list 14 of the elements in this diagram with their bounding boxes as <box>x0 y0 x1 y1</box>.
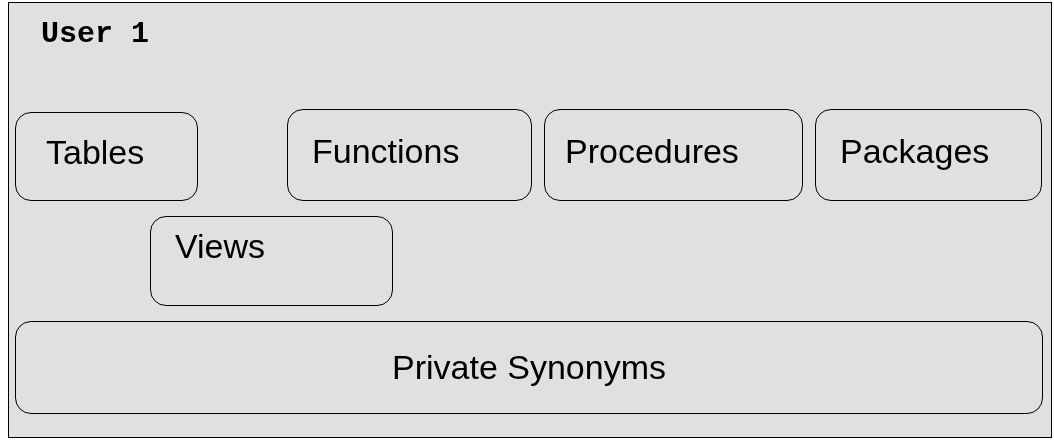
node-label: Packages <box>840 134 990 168</box>
rounded-box <box>15 112 198 201</box>
node-label: Procedures <box>565 134 739 168</box>
rounded-box <box>287 109 532 201</box>
container-box <box>8 2 1052 438</box>
heading: User 1 <box>41 19 150 49</box>
rounded-box <box>15 321 1043 414</box>
node-label: Views <box>175 229 266 263</box>
node-label: Private Synonyms <box>391 350 667 384</box>
rounded-box <box>150 216 393 306</box>
node-label: Tables <box>46 135 145 169</box>
node-label: Functions <box>312 134 460 168</box>
rounded-box <box>544 109 803 201</box>
rounded-box <box>815 109 1042 201</box>
